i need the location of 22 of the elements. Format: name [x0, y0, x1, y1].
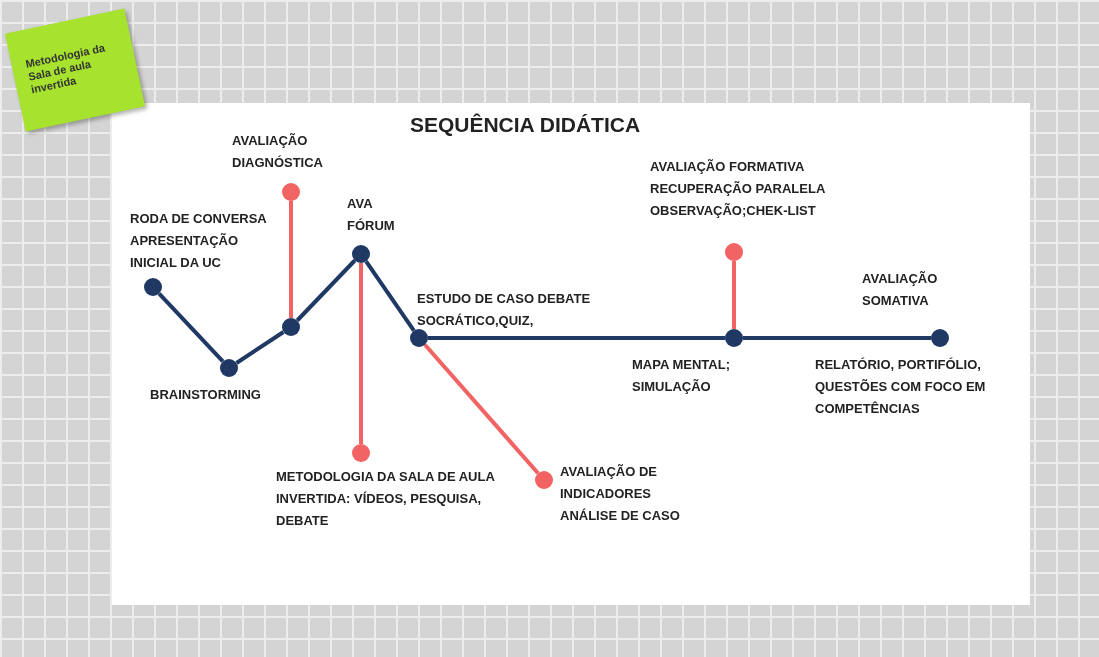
- step-label: BRAINSTORMING: [150, 386, 262, 404]
- step-label: AVALIAÇÃO SOMATIVA: [862, 270, 939, 310]
- connector-line: [423, 343, 540, 475]
- connector-line: [359, 263, 363, 444]
- connector-line: [289, 201, 293, 318]
- diagram-title: SEQUÊNCIA DIDÁTICA: [408, 113, 642, 137]
- step-label: AVA FÓRUM: [347, 195, 396, 235]
- connector-line: [428, 336, 725, 340]
- step-label: AVALIAÇÃO DE INDICADORES ANÁLISE DE CASO: [560, 463, 681, 525]
- step-label: RELATÓRIO, PORTIFÓLIO, QUESTÕES COM FOCO EM COMPETÊNCIAS: [815, 356, 987, 418]
- step-label: ESTUDO DE CASO DEBATE SOCRÁTICO,QUIZ,: [417, 290, 592, 330]
- step-label: METODOLOGIA DA SALA DE AULA INVERTIDA: VÍDEOS, PESQUISA, DEBATE: [276, 468, 496, 530]
- step-label: AVALIAÇÃO DIAGNÓSTICA: [232, 132, 324, 172]
- step-label: AVALIAÇÃO FORMATIVA RECUPERAÇÃO PARALELA OBSERVAÇÃO;CHEK-LIST: [650, 158, 826, 220]
- connector-line: [157, 292, 225, 363]
- connector-line: [235, 330, 285, 365]
- connector-line: [295, 259, 357, 322]
- connector-line: [732, 261, 736, 329]
- step-label: RODA DE CONVERSA APRESENTAÇÃO INICIAL DA UC: [130, 210, 268, 272]
- connector-line: [364, 260, 416, 332]
- step-label: MAPA MENTAL; SIMULAÇÃO: [632, 356, 731, 396]
- connector-line: [743, 336, 931, 340]
